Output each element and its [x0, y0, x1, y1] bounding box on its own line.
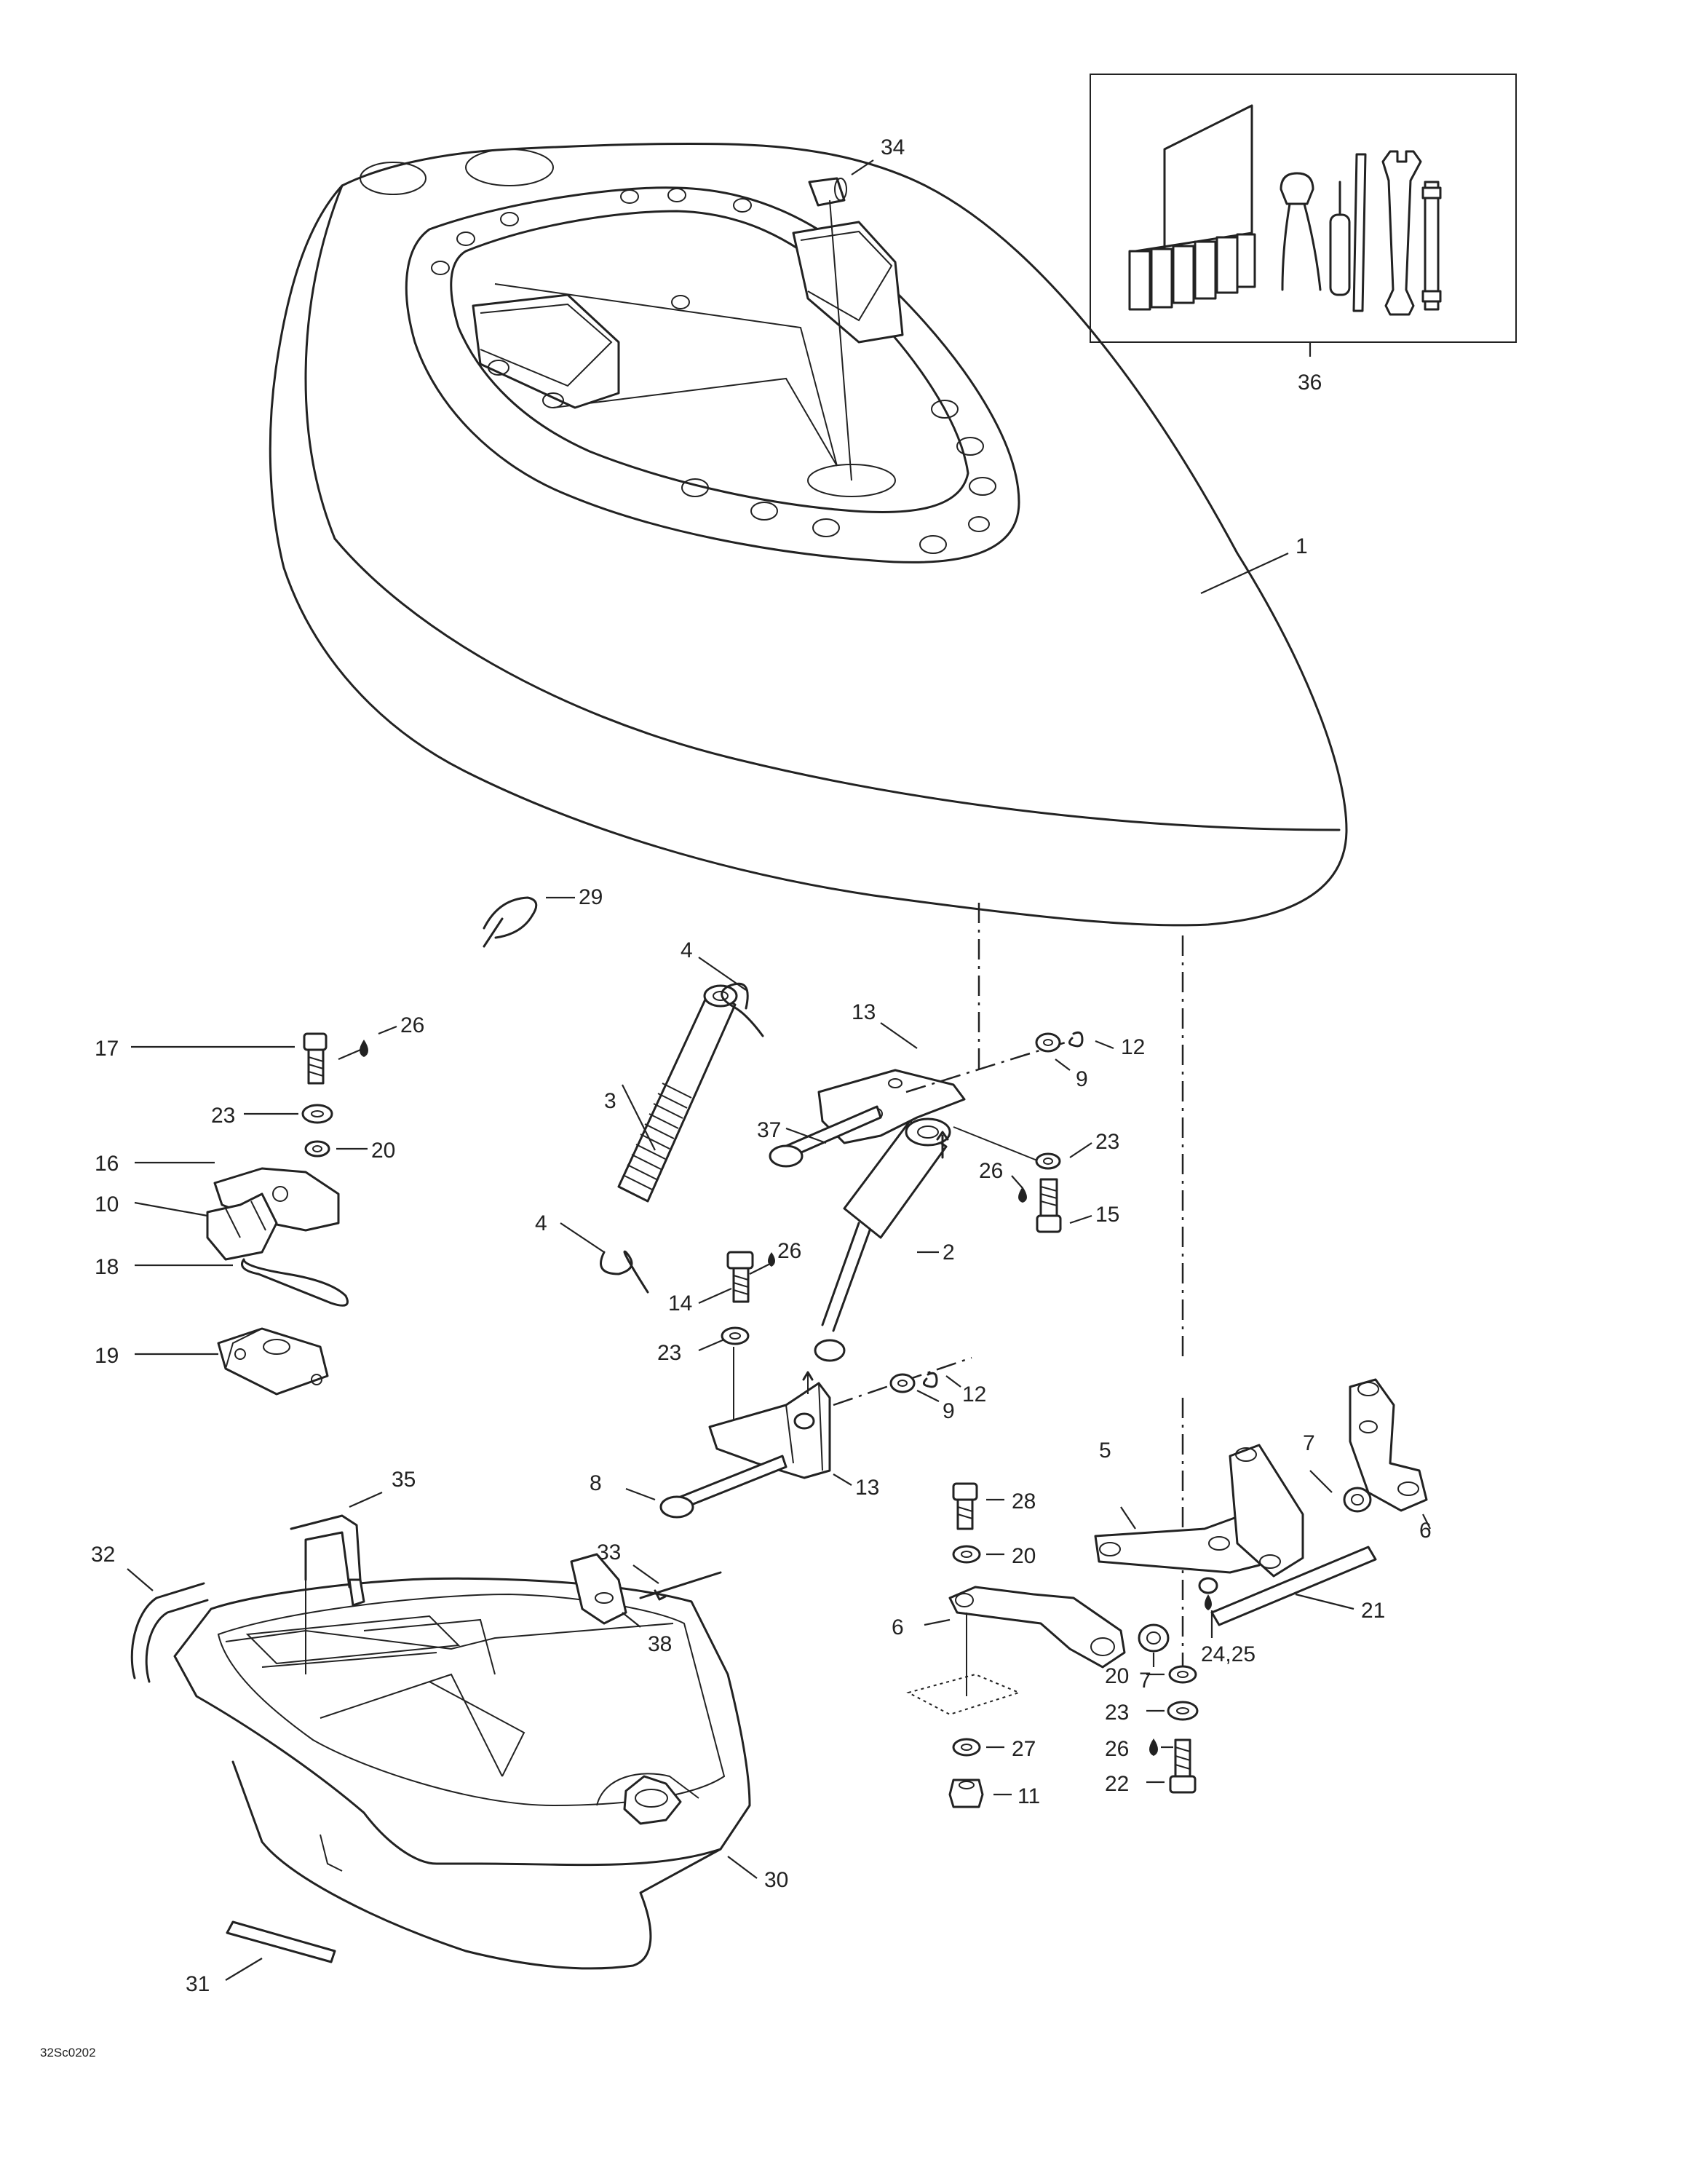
callout-29: 29: [579, 885, 603, 909]
hinge-linkage-group: [906, 1378, 1431, 1808]
callout-17: 17: [95, 1037, 119, 1061]
callout-26-upper: 26: [979, 1159, 1003, 1183]
callout-10: 10: [95, 1192, 119, 1216]
drawing-code: 32Sc0202: [40, 2046, 96, 2060]
callout-16: 16: [95, 1152, 119, 1176]
part-2-gas-spring: [814, 1117, 951, 1362]
callout-31: 31: [186, 1972, 210, 1996]
lower-bracket-group: [625, 1356, 972, 1519]
callout-14: 14: [668, 1291, 692, 1315]
callout-23-right: 23: [1105, 1701, 1129, 1725]
callout-34: 34: [881, 135, 905, 159]
callout-1: 1: [1296, 534, 1308, 558]
rim-holes: [431, 188, 996, 554]
callout-5: 5: [1099, 1439, 1111, 1463]
callout-23-upper: 23: [1095, 1130, 1119, 1154]
callout-28: 28: [1012, 1489, 1036, 1514]
callout-20-right: 20: [1105, 1664, 1129, 1688]
callout-19: 19: [95, 1344, 119, 1368]
callout-15: 15: [1095, 1203, 1119, 1227]
callout-33: 33: [597, 1540, 621, 1564]
callout-13-upper: 13: [852, 1000, 876, 1024]
callout-26-right: 26: [1105, 1737, 1129, 1761]
callout-20-mid: 20: [1012, 1544, 1036, 1568]
callout-23-mid: 23: [657, 1341, 681, 1365]
callout-27: 27: [1012, 1737, 1036, 1761]
callout-20-left: 20: [371, 1139, 395, 1163]
callout-6-lower: 6: [892, 1615, 904, 1639]
callout-38: 38: [648, 1632, 672, 1656]
upper-bracket-group: [769, 1022, 1114, 1233]
callout-36: 36: [1298, 371, 1322, 395]
callout-9-lower: 9: [943, 1399, 955, 1423]
callout-22: 22: [1105, 1772, 1129, 1796]
storage-tray-group: [127, 1491, 758, 1981]
part-34-tube: [808, 159, 874, 481]
part-29-cable-tie: [483, 896, 575, 948]
callout-12-upper: 12: [1121, 1035, 1145, 1059]
hood-cover: [269, 142, 1348, 927]
callout-9-upper: 9: [1076, 1067, 1088, 1091]
callout-26-mid: 26: [777, 1239, 801, 1263]
callout-26-left: 26: [400, 1013, 424, 1037]
callout-12-lower: 12: [962, 1382, 986, 1406]
callout-4-upper: 4: [681, 938, 693, 962]
left-fastener-group: [131, 1025, 397, 1396]
tool-kit-box: [1090, 74, 1517, 357]
callout-32: 32: [91, 1543, 115, 1567]
callout-4-lower: 4: [535, 1211, 547, 1235]
callout-7-lower: 7: [1139, 1669, 1151, 1693]
callout-labels: 34 36 1 29 4 13 12 9 26 17 23 20 16 10 1…: [40, 135, 1432, 2060]
callout-21: 21: [1361, 1599, 1385, 1623]
callout-35: 35: [392, 1468, 416, 1492]
callout-7-upper: 7: [1303, 1431, 1315, 1455]
bolt-14-group: [698, 1251, 775, 1420]
callout-8: 8: [590, 1471, 602, 1495]
callout-24-25: 24,25: [1201, 1642, 1255, 1666]
callout-3: 3: [604, 1089, 616, 1113]
callout-11: 11: [1017, 1784, 1040, 1808]
callout-37: 37: [757, 1118, 781, 1142]
callout-13-lower: 13: [855, 1476, 879, 1500]
callout-23-left: 23: [211, 1104, 235, 1128]
callout-18: 18: [95, 1255, 119, 1279]
callout-30: 30: [764, 1868, 788, 1892]
callout-2: 2: [943, 1241, 955, 1265]
part-3-shaft: [560, 957, 764, 1294]
callout-6-right: 6: [1419, 1519, 1432, 1543]
